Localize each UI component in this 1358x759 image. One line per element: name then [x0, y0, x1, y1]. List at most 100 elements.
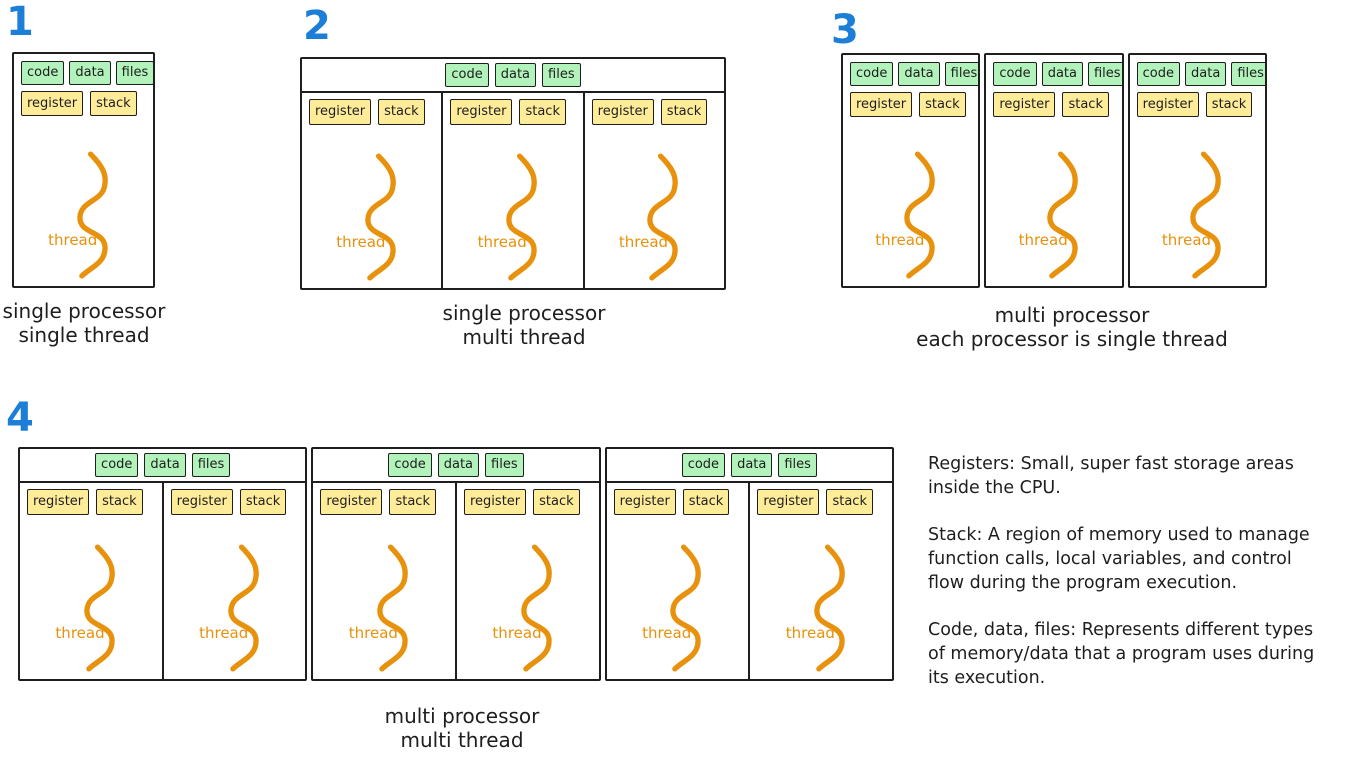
code-tag: code [21, 61, 65, 85]
register-tag: register [757, 489, 820, 515]
thread-column: register stack thread [313, 483, 457, 679]
thread-column: register stack thread [20, 483, 164, 679]
memory-tags-row: code data files [1130, 55, 1265, 86]
memory-tags-header: code data files [606, 449, 892, 483]
data-tag: data [144, 453, 186, 477]
thread-label: thread [618, 233, 669, 251]
thread-area: thread [164, 515, 306, 680]
thread-resources-row: register stack [457, 483, 599, 515]
thread-area: thread [20, 515, 162, 680]
stack-tag: stack [919, 91, 966, 117]
thread-squiggle-icon [670, 544, 702, 672]
thread-squiggle-icon [521, 544, 552, 672]
note-line: Code, data, files: Represents different … [928, 620, 1314, 640]
thread-resources-row: register stack [443, 93, 582, 125]
thread-resources-row: register stack [1130, 86, 1265, 117]
thread-label: thread [492, 624, 542, 642]
stack-tag: stack [378, 99, 425, 125]
thread-label: thread [336, 233, 386, 251]
note-line: function calls, local variables, and con… [928, 549, 1292, 569]
thread-squiggle-icon [506, 153, 537, 281]
register-tag: register [450, 99, 513, 125]
thread-area: thread [986, 117, 1121, 286]
thread-label: thread [642, 624, 692, 642]
thread-label: thread [48, 231, 98, 249]
stack-tag: stack [826, 489, 873, 515]
thread-area: thread [313, 515, 455, 680]
thread-resources-row: register stack [750, 483, 892, 515]
thread-squiggle-icon [814, 544, 845, 672]
thread-label: thread [55, 624, 105, 642]
files-tag: files [1231, 62, 1265, 86]
stack-tag: stack [389, 489, 436, 515]
code-tag: code [95, 453, 139, 477]
code-tag: code [681, 453, 726, 477]
diagram-3-number: 3 [831, 7, 859, 53]
code-tag: code [388, 453, 432, 477]
caption-line: single processor [2, 299, 166, 323]
diagram-2-number: 2 [303, 3, 331, 49]
thread-squiggle-icon [227, 544, 259, 672]
diagram-3-caption: multi processor each processor is single… [907, 303, 1237, 351]
thread-label: thread [875, 231, 925, 249]
thread-area: thread [843, 117, 978, 286]
files-tag: files [485, 453, 524, 477]
thread-column: register stack thread [14, 85, 153, 287]
caption-line: multi thread [400, 728, 524, 752]
stack-tag: stack [519, 99, 566, 125]
thread-squiggle-icon [1047, 151, 1078, 279]
thread-column: register stack thread [986, 86, 1121, 287]
thread-label: thread [199, 624, 249, 642]
register-tag: register [850, 91, 913, 117]
stack-tag: stack [96, 489, 143, 515]
thread-label: thread [477, 233, 527, 251]
thread-column: register stack thread [843, 86, 978, 287]
thread-label: thread [785, 624, 835, 642]
thread-resources-row: register stack [164, 483, 306, 515]
thread-column: register stack thread [457, 483, 599, 679]
note-line: of memory/data that a program uses durin… [928, 644, 1315, 664]
stack-tag: stack [682, 489, 730, 515]
register-tag: register [613, 489, 676, 515]
note-line: Registers: Small, super fast storage are… [928, 454, 1294, 474]
data-tag: data [898, 62, 940, 86]
processor-box: code data files register stack thread [984, 53, 1124, 288]
notes-block: Registers: Small, super fast storage are… [928, 452, 1358, 713]
threads-body: register stack thread register stack thr… [20, 483, 305, 679]
files-tag: files [944, 62, 979, 86]
thread-resources-row: register stack [302, 93, 441, 125]
data-tag: data [1185, 62, 1227, 86]
thread-column: register stack thread [750, 483, 892, 679]
note-registers: Registers: Small, super fast storage are… [928, 452, 1358, 500]
diagram-2-processor-box: code data files register stack thread re… [300, 57, 726, 290]
memory-tags-header: code data files [302, 59, 724, 93]
thread-label: thread [1161, 231, 1212, 249]
note-line: Stack: A region of memory used to manage [928, 525, 1310, 545]
caption-line: single thread [18, 323, 150, 347]
processor-box: code data files register stack thread [1127, 53, 1267, 288]
diagram-1-processor-box: code data files register stack thread [12, 52, 155, 288]
thread-squiggle-icon [84, 544, 115, 672]
stack-tag: stack [90, 90, 137, 116]
stack-tag: stack [1205, 91, 1253, 117]
caption-line: multi processor [384, 704, 540, 728]
stack-tag: stack [239, 489, 287, 515]
diagram-1-number: 1 [6, 0, 34, 45]
diagram-4-caption: multi processor multi thread [342, 704, 582, 752]
register-tag: register [464, 489, 527, 515]
processor-box: code data files register stack thread [841, 53, 981, 288]
files-tag: files [542, 63, 581, 87]
register-tag: register [309, 99, 372, 125]
thread-squiggle-icon [1190, 151, 1222, 279]
thread-squiggle-icon [647, 153, 679, 281]
note-code-data-files: Code, data, files: Represents different … [928, 618, 1358, 690]
thread-resources-row: register stack [986, 86, 1121, 117]
register-tag: register [27, 489, 90, 515]
thread-label: thread [348, 624, 398, 642]
memory-tags-header: code data files [20, 449, 306, 483]
diagram-1-caption: single processor single thread [0, 299, 168, 347]
caption-line: single processor [442, 301, 606, 325]
code-tag: code [850, 62, 894, 86]
register-tag: register [320, 489, 383, 515]
